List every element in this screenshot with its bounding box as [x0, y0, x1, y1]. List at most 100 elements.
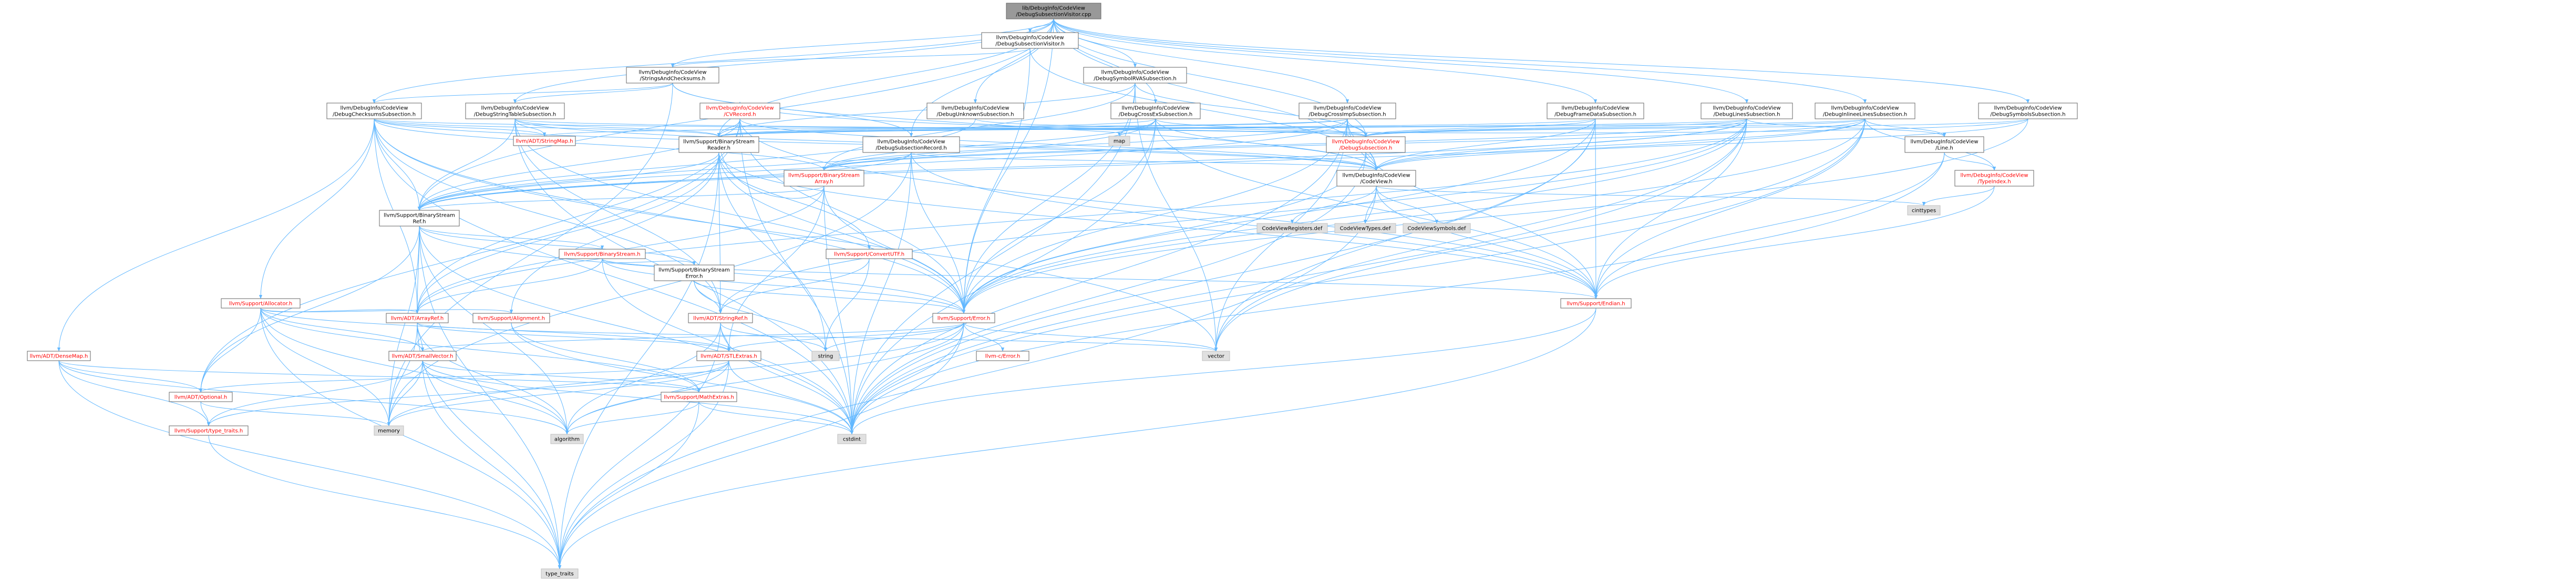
node-smallvec[interactable]: llvm/ADT/SmallVector.h: [388, 351, 457, 361]
node-endian[interactable]: llvm/Support/Endian.h: [1560, 298, 1632, 309]
node-chksum[interactable]: llvm/DebugInfo/CodeView/DebugChecksumsSu…: [326, 103, 422, 119]
node-crossimp[interactable]: llvm/DebugInfo/CodeView/DebugCrossImpSub…: [1299, 103, 1396, 119]
node-strchk[interactable]: llvm/DebugInfo/CodeView/StringsAndChecks…: [626, 67, 719, 84]
edge-mathextras-to-cstdint: [698, 401, 854, 435]
node-mathextras[interactable]: llvm/Support/MathExtras.h: [661, 392, 737, 402]
node-lines[interactable]: llvm/DebugInfo/CodeView/DebugLinesSubsec…: [1701, 103, 1793, 119]
node-box: [976, 351, 1029, 361]
node-bstream[interactable]: llvm/Support/BinaryStream.h: [559, 249, 646, 259]
edge-smallvec-to-mathextras: [422, 360, 701, 393]
edge-arrayref-to-vector: [417, 322, 1218, 352]
node-label: llvm/ADT/ArrayRef.h: [391, 316, 444, 322]
node-cvrecord[interactable]: llvm/DebugInfo/CodeView/CVRecord.h: [699, 103, 780, 119]
node-symrvah[interactable]: llvm/DebugInfo/CodeView/DebugSymbolsSubs…: [1978, 103, 2078, 119]
node-densemap[interactable]: llvm/ADT/DenseMap.h: [27, 351, 91, 361]
node-box: [27, 351, 91, 361]
edge-lines-to-vector: [1214, 118, 1747, 352]
edge-allocator-to-type_traits: [260, 308, 562, 569]
node-typetraits_llvm[interactable]: llvm/Support/type_traits.h: [169, 425, 249, 436]
node-convutf[interactable]: llvm/Support/ConvertUTF.h: [826, 249, 913, 259]
edge-subvis_h-to-strchk: [671, 48, 1031, 68]
node-cstdint: cstdint: [837, 434, 867, 444]
node-symrva[interactable]: llvm/DebugInfo/CodeView/DebugSymbolRVASu…: [1083, 67, 1187, 84]
edge-codeview-to-cvsyms: [1376, 186, 1439, 224]
node-error[interactable]: llvm/Support/Error.h: [932, 313, 995, 323]
node-strtab[interactable]: llvm/DebugInfo/CodeView/DebugStringTable…: [465, 103, 565, 119]
node-box: [1083, 67, 1187, 84]
edge-subrec-to-bsref: [417, 152, 912, 211]
node-arrayref[interactable]: llvm/ADT/ArrayRef.h: [386, 313, 449, 323]
edge-bsreader-to-arrayref: [415, 152, 719, 314]
node-box: [981, 32, 1079, 49]
edge-smallvec-to-cstdint: [422, 360, 854, 435]
node-label: /CodeView.h: [1360, 179, 1392, 185]
node-alignment[interactable]: llvm/Support/Alignment.h: [472, 313, 550, 323]
edge-cvrecord-to-optional: [199, 118, 740, 393]
edge-arrayref-to-stlextras: [417, 322, 731, 352]
node-label: llvm/Support/ConvertUTF.h: [834, 252, 904, 258]
node-debugsub[interactable]: llvm/DebugInfo/CodeView/DebugSubsection.…: [1326, 136, 1406, 153]
edge-symrvah-to-debugsub: [1364, 118, 2028, 137]
edge-line_h-to-cstdint: [850, 152, 1945, 435]
node-line_h[interactable]: llvm/DebugInfo/CodeView/Line.h: [1904, 136, 1984, 153]
node-optional[interactable]: llvm/ADT/Optional.h: [169, 392, 233, 402]
edge-frame-to-error: [962, 118, 1596, 314]
node-codeview[interactable]: llvm/DebugInfo/CodeView/CodeView.h: [1336, 170, 1416, 187]
edge-mathextras-to-type_traits: [558, 401, 699, 569]
edge-bsref-to-cstdint: [419, 226, 854, 435]
edge-optional-to-typetraits_llvm: [200, 401, 211, 426]
node-label: llvm/Support/BinaryStream: [658, 268, 730, 273]
edge-xsimp-to-map: [1117, 118, 1156, 137]
node-label: llvm/DebugInfo/CodeView: [1342, 173, 1410, 179]
node-label: map: [1114, 139, 1125, 145]
node-typeindex[interactable]: llvm/DebugInfo/CodeView/TypeIndex.h: [1954, 170, 2034, 187]
node-subrec[interactable]: llvm/DebugInfo/CodeView/DebugSubsectionR…: [862, 136, 960, 153]
edge-bserror-to-error: [694, 280, 966, 314]
edge-bsref-to-algorithm: [419, 226, 569, 435]
node-string: string: [811, 351, 840, 361]
node-label: /DebugStringTableSubsection.h: [474, 112, 557, 118]
node-stlextras[interactable]: llvm/ADT/STLExtras.h: [696, 351, 761, 361]
node-xsimp[interactable]: llvm/DebugInfo/CodeView/DebugCrossExSubs…: [1110, 103, 1201, 119]
node-stringref[interactable]: llvm/ADT/StringRef.h: [688, 313, 753, 323]
edge-inlinee-to-cstdint: [850, 118, 1866, 435]
node-label: llvm/DebugInfo/CodeView: [1713, 106, 1780, 111]
node-frame[interactable]: llvm/DebugInfo/CodeView/DebugFrameDataSu…: [1547, 103, 1644, 119]
node-box: [1334, 223, 1396, 233]
node-label: /DebugSubsection.h: [1339, 146, 1393, 151]
edge-inlinee-to-bsreader: [717, 118, 1866, 137]
edge-bserror-to-stringref: [694, 280, 723, 314]
edge-root-to-lines: [1053, 18, 1749, 104]
node-unknown[interactable]: llvm/DebugInfo/CodeView/DebugUnknownSubs…: [926, 103, 1024, 119]
node-label: llvm/ADT/SmallVector.h: [392, 354, 454, 360]
edge-bsarray-to-bsreader: [717, 135, 825, 199]
edge-crossimp-to-bsreader: [717, 118, 1348, 137]
node-box: [1006, 3, 1101, 19]
edge-bsreader-to-endian: [718, 152, 1598, 299]
node-cerror[interactable]: llvm-c/Error.h: [976, 351, 1029, 361]
node-label: /DebugCrossExSubsection.h: [1119, 112, 1192, 118]
node-allocator[interactable]: llvm/Support/Allocator.h: [221, 298, 301, 309]
edge-stlextras-to-algorithm: [565, 360, 729, 435]
edge-root-to-symrva: [1053, 18, 1137, 68]
edge-symrvah-to-codeview: [1374, 118, 2028, 171]
node-label: llvm/DebugInfo/CodeView: [1831, 106, 1899, 111]
node-label: llvm/Support/Error.h: [937, 316, 990, 322]
node-box: [388, 351, 457, 361]
edge-root-to-chksum: [372, 18, 1054, 104]
node-box: [1547, 103, 1644, 119]
node-box: [541, 568, 579, 579]
edge-chksum-to-error: [374, 118, 966, 314]
edge-cvrecord-to-error: [739, 118, 966, 314]
node-subvis_h[interactable]: llvm/DebugInfo/CodeView/DebugSubsectionV…: [981, 32, 1079, 49]
node-label: /DebugSubsectionVisitor.h: [995, 42, 1064, 47]
node-inlinee[interactable]: llvm/DebugInfo/CodeView/DebugInlineeLine…: [1815, 103, 1915, 119]
edge-codeview-to-cinttypes: [1376, 186, 1925, 206]
edge-root-to-error: [962, 18, 1054, 314]
node-label: memory: [378, 428, 400, 434]
node-stringmap[interactable]: llvm/ADT/StringMap.h: [513, 136, 576, 146]
